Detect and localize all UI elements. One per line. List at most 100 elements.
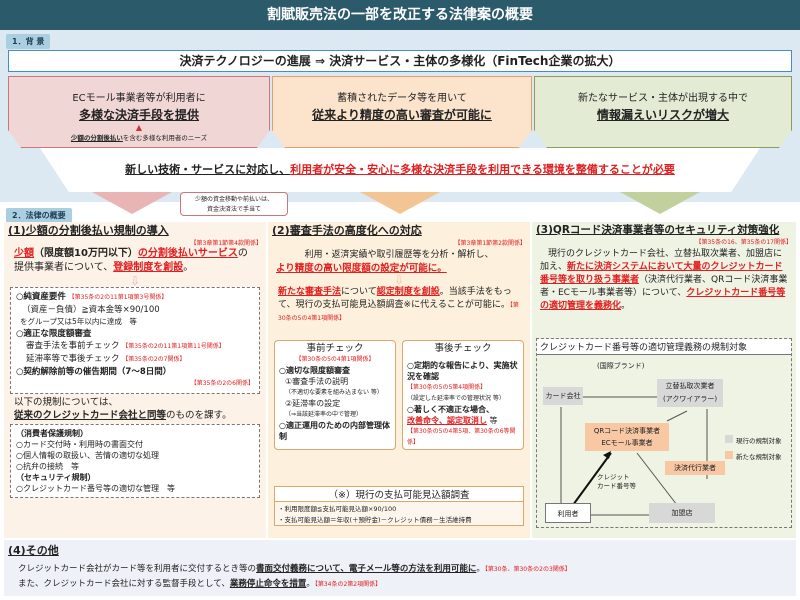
line-end: 。 [306,579,315,589]
post-item: ○著しく不適正な場合、 [407,405,494,414]
post-title: 事後チェック [434,343,492,354]
line-ref: 【第30条、第30条の2の3関係】 [484,566,571,573]
col2-heading: (2)審査手法の高度化への対応 [272,224,422,237]
need-prefix: 新しい技術・サービスに対応し、 [125,163,291,176]
col1-lead: 少額（限度額10万円以下）の分割後払いサービスの提供事業者について、登録制度を創… [4,247,266,275]
note-line: ・支払可能見込額＝年収(＋預貯金)－クレジット債務－生活維持費 [278,516,472,524]
box-emphasis: 情報漏えいリスクが増大 [596,108,729,122]
box-emphasis: 多様な決済手段を提供 [78,108,199,122]
col2-lead: 利用・返済実績や取引履歴等を分析・解析し、 [304,250,494,260]
node-user: 利用者 [545,503,591,523]
background-box-1: ECモール事業者等が利用者に 多様な決済手段を提供 ▲ 少額の分割後払いを含む多… [8,76,270,148]
need-statement: 新しい技術・サービスに対応し、利用者が安全・安心に多様な決済手段を利用できる環境… [40,148,760,192]
note-rest: を含む多様な利用者のニーズ [122,134,208,142]
col3-heading: (3)QRコード決済事業者等のセキュリティ対策強化 [536,224,780,236]
column-2: (2)審査手法の高度化への対応 【第3章第1節第2款関係】 利用・返済実績や取引… [268,222,530,538]
p-end: 。 [621,301,631,311]
req-line: をグループ又は5年以内に達成 等 [20,317,137,326]
node-payment-agent: 決済代行業者 [665,461,725,475]
acq-line: (アクワイアラー) [662,395,718,403]
col3-ref: 【第35条の16、第35条の17関係】 [695,239,792,246]
line-ref: 【第34条の2第2項関係】 [314,581,382,588]
need-red: 利用者が安全・安心に多様な決済手段を利用できる環境を整備することが必要 [290,163,675,176]
lead-red: 登録制度を創設 [113,262,184,273]
node-acquirer: 立替払取次業者(アクワイアラー) [657,379,723,407]
p-red: 新たな審査手法 [278,287,342,297]
p-ref: 【第30条の5の4第1項関係】 [278,302,519,322]
callout-line: 少額の資金移動や前払いは、 [194,196,273,203]
line-pre: また、クレジットカード会社に対する監督手段として、 [18,579,230,589]
background-banner: 決済テクノロジーの進展 ⇒ 決済サービス・主体の多様化（FinTech企業の拡大… [8,50,792,72]
post-ref: 【第30条の5の4第5項、第30条の6等関係】 [407,428,516,446]
brand-label: (国際ブランド) [597,362,645,370]
callout: 少額の資金移動や前払いは、資金決済法で手当て [180,192,288,216]
requirements-box: ○純資産要件 【第35条の2の11第1項第3号関係】 （資産－負債）≧資本金等×… [10,287,260,394]
node-card-company: カード会社 [543,387,583,405]
list-item: ○カード交付時・利用時の書面交付 [16,440,143,449]
column-3: (3)QRコード決済事業者等のセキュリティ対策強化 【第35条の16、第35条の… [532,222,796,538]
box-line: 新たなサービス・主体が出現する中で [578,93,748,104]
req-ref: 【第35条の2の6関係】 [190,380,254,387]
pre-item: ②延滞率の設定 [285,399,341,408]
section4-heading: (4)その他 [8,544,59,557]
legend-swatch-new [725,451,733,459]
col1-heading: (1)少額の分割後払い規制の導入 [8,224,169,237]
list-item: ○クレジットカード番号等の適切な管理 等 [16,484,175,493]
column-1: (1)少額の分割後払い規制の導入 【第3章第1節第4款関係】 少額（限度額10万… [4,222,266,538]
section-2-label: 2．法律の概要 [6,208,72,223]
box-line: 蓄積されたデータ等を用いて [337,93,467,104]
other-section: (4)その他 クレジットカード会社がカード等を利用者に交付するとき等の書面交付義… [4,540,796,596]
down-arrow-icon [360,192,440,214]
down-arrow-icon [620,192,700,214]
page-title: 割賦販売法の一部を改正する法律案の概要 [0,0,800,30]
qr-line: ECモール事業者 [601,439,653,447]
note-line: ・利用限度額≦支払可能見込額×90/100 [278,505,397,513]
pre-check-box: 事前チェック 【第30条の5の4第1項関係】 ○適切な限度額審査 ①審査手法の説… [274,340,396,450]
line-bold: 業務停止命令を措置 [229,579,307,589]
lead-end: 。 [183,262,194,273]
note-box: （※）現行の支払可能見込額調査 ・利用限度額≦支払可能見込額×90/100 ・支… [274,486,524,526]
follow-line: 以下の規制については、 [14,397,119,408]
box-emphasis: 従来より精度の高い審査が可能に [312,108,492,122]
list-item: ○個人情報の取扱い、苦情の適切な処理 [16,451,159,460]
req-title: ○契約解除前等の催告期間（7～8日間） [16,367,172,377]
background-box-2: 蓄積されたデータ等を用いて 従来より精度の高い審査が可能に [272,76,532,148]
post-end: 等 [489,416,498,425]
p-red: クレジットカード番号等の適切管理を義務化 [540,288,786,311]
follow-text: 以下の規制については、従来のクレジットカード会社と同等のものを課す。 [4,394,266,424]
regulation-list: （消費者保護規制） ○カード交付時・利用時の書面交付 ○個人情報の取扱い、苦情の… [10,424,260,498]
pre-item: ①審査手法の説明 [285,377,349,386]
post-ref: 【第30条の5の5第4項関係】 [407,384,487,391]
line-pre: クレジットカード会社がカード等を利用者に交付するとき等の [18,564,257,574]
req-title: ○純資産要件 [16,292,66,302]
col3-paragraph: 現行のクレジットカード会社、立替払取次業者、加盟店に加え、新たに決済システムにお… [532,246,796,315]
col1-ref: 【第3章第1節第4款関係】 [190,240,262,247]
post-red: 改善命令、認定取消し [407,416,487,425]
p-text: 現行のクレジットカード会社、立替払取次業者、加盟店に加え、 [540,249,783,272]
qr-line: QRコード決済事業者 [593,427,661,435]
section-1-label: 1．背 景 [6,34,51,49]
callout-line: 資金決済法で手当て [206,206,261,213]
line-end: 。 [476,564,485,574]
req-ref: 【第35条の2の11第1項第11号関係】 [122,343,225,350]
box-line: ECモール事業者等が利用者に [72,93,206,104]
node-qr-ec: QRコード決済事業者 ECモール事業者 [585,423,669,451]
legend: 現行の規制対象新たな規制対象 [725,435,782,461]
lead-rest: の提供事業者について、 [14,248,248,273]
p-red: 認定制度を創設 [376,287,440,297]
col2-ref: 【第3章第1節第2款関係】 [454,240,526,247]
follow-rest: のものを課す。 [166,410,232,421]
section4-line2: また、クレジットカード会社に対する監督手段として、業務停止命令を措置。【第34条… [4,576,796,590]
post-check-box: 事後チェック ○定期的な報告により、実施状況を確認 【第30条の5の5第4項関係… [402,340,524,450]
list-item: ○抗弁の接続 等 [16,462,79,471]
p-red: 新たに決済システムにおいて大量のクレジットカード番号等を取り扱う事業者 [540,262,783,285]
req-line: （資産－負債）≧資本金等×90/100 [22,305,160,315]
lead-mid: （限度額10万円以下） [34,248,138,259]
follow-bold: 従来のクレジットカード会社と同等 [14,410,167,421]
pre-item: ○適切な限度額審査 [279,366,350,375]
lead-red: の分割後払いサービス [137,248,238,259]
line-bold: 書面交付義務について、電子メール等の方法を利用可能に [256,564,477,574]
p-rest: 。当該手法をもって、現行の支払可能見込額調査※に代えることが可能に。 [278,287,512,310]
col2-lead-red: より精度の高い限度額の設定が可能に。 [276,263,447,274]
arrow-line: カード番号等 [597,482,636,490]
